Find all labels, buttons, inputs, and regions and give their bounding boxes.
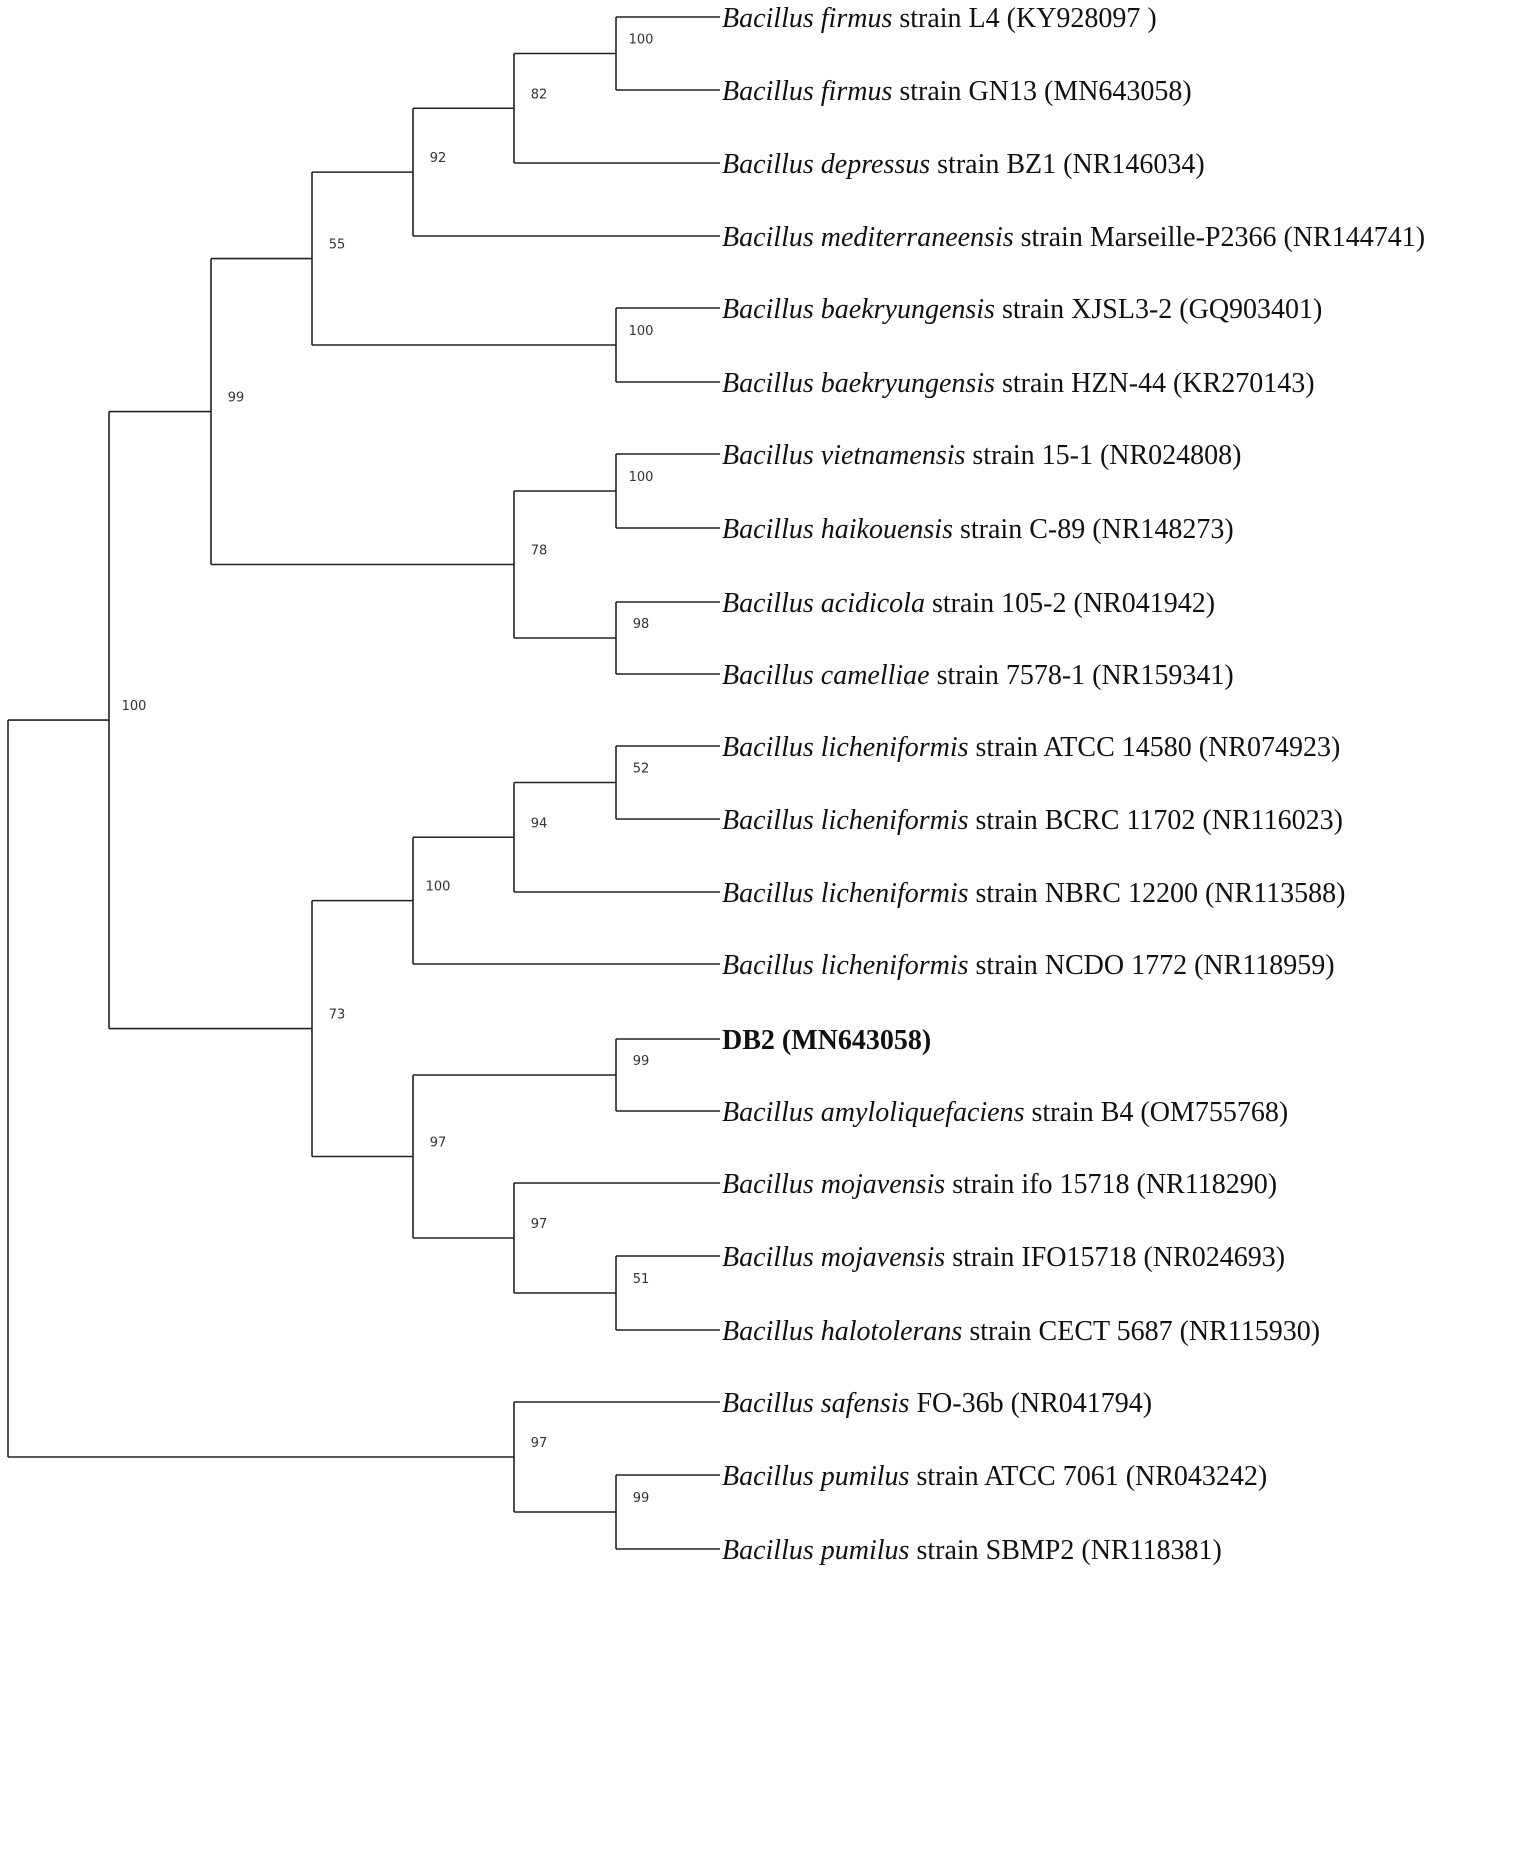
species-name: Bacillus amyloliquefaciens	[722, 1097, 1025, 1128]
bootstrap-value-n20: 97	[531, 1436, 548, 1451]
bootstrap-value-n19: 99	[633, 1491, 650, 1506]
bootstrap-values: 100 82 92 100 55 100 98 78 99 52 94 100 99 51 97 97 73 10…	[122, 33, 654, 1507]
tree-leaf-labels: Bacillus firmus strain L4 (KY928097 )Bac…	[722, 3, 1425, 1566]
strain-accession: strain IFO15718 (NR024693)	[945, 1242, 1285, 1273]
bootstrap-value-n17: 73	[329, 1008, 346, 1023]
strain-accession: strain ifo 15718 (NR118290)	[945, 1169, 1277, 1200]
strain-accession: strain B4 (OM755768)	[1025, 1097, 1289, 1128]
bootstrap-value-n1: 100	[629, 33, 654, 48]
leaf-label-16: Bacillus mojavensis strain ifo 15718 (NR…	[722, 1169, 1277, 1200]
species-name: Bacillus licheniformis	[722, 950, 969, 981]
strain-accession: strain GN13 (MN643058)	[892, 76, 1191, 107]
species-name: Bacillus licheniformis	[722, 732, 969, 763]
strain-accession: strain 15-1 (NR024808)	[965, 440, 1241, 471]
bootstrap-value-n10: 52	[633, 762, 650, 777]
leaf-label-14: DB2 (MN643058)	[722, 1025, 931, 1056]
bootstrap-value-n9: 99	[228, 391, 245, 406]
bootstrap-value-n13: 99	[633, 1054, 650, 1069]
bootstrap-value-n11: 94	[531, 816, 548, 831]
species-name: Bacillus haikouensis	[722, 514, 953, 545]
strain-accession: strain ATCC 14580 (NR074923)	[969, 732, 1341, 763]
species-name: Bacillus firmus	[722, 3, 892, 34]
strain-accession: DB2 (MN643058)	[722, 1025, 931, 1056]
species-name: Bacillus firmus	[722, 76, 892, 107]
leaf-label-12: Bacillus licheniformis strain NBRC 12200…	[722, 878, 1346, 909]
leaf-label-20: Bacillus pumilus strain ATCC 7061 (NR043…	[722, 1461, 1267, 1492]
leaf-label-15: Bacillus amyloliquefaciens strain B4 (OM…	[722, 1097, 1288, 1128]
species-name: Bacillus baekryungensis	[722, 368, 995, 399]
species-name: Bacillus safensis	[722, 1388, 910, 1419]
leaf-label-3: Bacillus mediterraneensis strain Marseil…	[722, 222, 1425, 253]
species-name: Bacillus halotolerans	[722, 1316, 962, 1347]
bootstrap-value-n14: 51	[633, 1272, 650, 1287]
leaf-label-9: Bacillus camelliae strain 7578-1 (NR1593…	[722, 660, 1234, 691]
strain-accession: strain Marseille-P2366 (NR144741)	[1014, 222, 1425, 253]
leaf-label-8: Bacillus acidicola strain 105-2 (NR04194…	[722, 588, 1215, 619]
strain-accession: strain 7578-1 (NR159341)	[930, 660, 1234, 691]
species-name: Bacillus vietnamensis	[722, 440, 966, 471]
strain-accession: strain ATCC 7061 (NR043242)	[909, 1461, 1267, 1492]
species-name: Bacillus pumilus	[722, 1535, 910, 1566]
strain-accession: FO-36b (NR041794)	[909, 1388, 1152, 1419]
strain-accession: strain C-89 (NR148273)	[953, 514, 1234, 545]
species-name: Bacillus baekryungensis	[722, 294, 995, 325]
strain-accession: strain L4 (KY928097 )	[892, 3, 1156, 34]
species-name: Bacillus mediterraneensis	[722, 222, 1014, 253]
strain-accession: strain HZN-44 (KR270143)	[995, 368, 1315, 399]
species-name: Bacillus camelliae	[722, 660, 930, 691]
leaf-label-2: Bacillus depressus strain BZ1 (NR146034)	[722, 149, 1205, 180]
strain-accession: strain XJSL3-2 (GQ903401)	[995, 294, 1322, 325]
leaf-label-5: Bacillus baekryungensis strain HZN-44 (K…	[722, 368, 1315, 399]
species-name: Bacillus pumilus	[722, 1461, 910, 1492]
strain-accession: strain SBMP2 (NR118381)	[909, 1535, 1221, 1566]
bootstrap-value-n18: 100	[122, 699, 147, 714]
leaf-label-21: Bacillus pumilus strain SBMP2 (NR118381)	[722, 1535, 1222, 1566]
bootstrap-value-n7: 98	[633, 617, 650, 632]
bootstrap-value-n2: 82	[531, 87, 548, 102]
leaf-label-7: Bacillus haikouensis strain C-89 (NR1482…	[722, 514, 1234, 545]
leaf-label-0: Bacillus firmus strain L4 (KY928097 )	[722, 3, 1157, 34]
bootstrap-value-n8: 78	[531, 544, 548, 559]
leaf-label-6: Bacillus vietnamensis strain 15-1 (NR024…	[722, 440, 1241, 471]
bootstrap-value-n15: 97	[531, 1217, 548, 1232]
tree-branches	[7, 16, 720, 1550]
leaf-label-1: Bacillus firmus strain GN13 (MN643058)	[722, 76, 1192, 107]
bootstrap-value-n6: 100	[629, 470, 654, 485]
leaf-label-13: Bacillus licheniformis strain NCDO 1772 …	[722, 950, 1335, 981]
strain-accession: strain BZ1 (NR146034)	[930, 149, 1205, 180]
species-name: Bacillus mojavensis	[722, 1242, 945, 1273]
strain-accession: strain BCRC 11702 (NR116023)	[969, 805, 1343, 836]
leaf-label-17: Bacillus mojavensis strain IFO15718 (NR0…	[722, 1242, 1285, 1273]
species-name: Bacillus acidicola	[722, 588, 925, 619]
bootstrap-value-n5: 55	[329, 238, 346, 253]
bootstrap-value-n16: 97	[430, 1136, 447, 1151]
strain-accession: strain NCDO 1772 (NR118959)	[969, 950, 1335, 981]
strain-accession: strain CECT 5687 (NR115930)	[962, 1316, 1320, 1347]
bootstrap-value-n3: 92	[430, 151, 447, 166]
species-name: Bacillus licheniformis	[722, 878, 969, 909]
leaf-label-11: Bacillus licheniformis strain BCRC 11702…	[722, 805, 1343, 836]
species-name: Bacillus licheniformis	[722, 805, 969, 836]
leaf-label-4: Bacillus baekryungensis strain XJSL3-2 (…	[722, 294, 1322, 325]
species-name: Bacillus depressus	[722, 149, 930, 180]
bootstrap-value-n4: 100	[629, 324, 654, 339]
species-name: Bacillus mojavensis	[722, 1169, 945, 1200]
bootstrap-value-n12: 100	[426, 880, 451, 895]
strain-accession: strain NBRC 12200 (NR113588)	[969, 878, 1346, 909]
leaf-label-10: Bacillus licheniformis strain ATCC 14580…	[722, 732, 1340, 763]
leaf-label-18: Bacillus halotolerans strain CECT 5687 (…	[722, 1316, 1320, 1347]
strain-accession: strain 105-2 (NR041942)	[925, 588, 1215, 619]
leaf-label-19: Bacillus safensis FO-36b (NR041794)	[722, 1388, 1152, 1419]
